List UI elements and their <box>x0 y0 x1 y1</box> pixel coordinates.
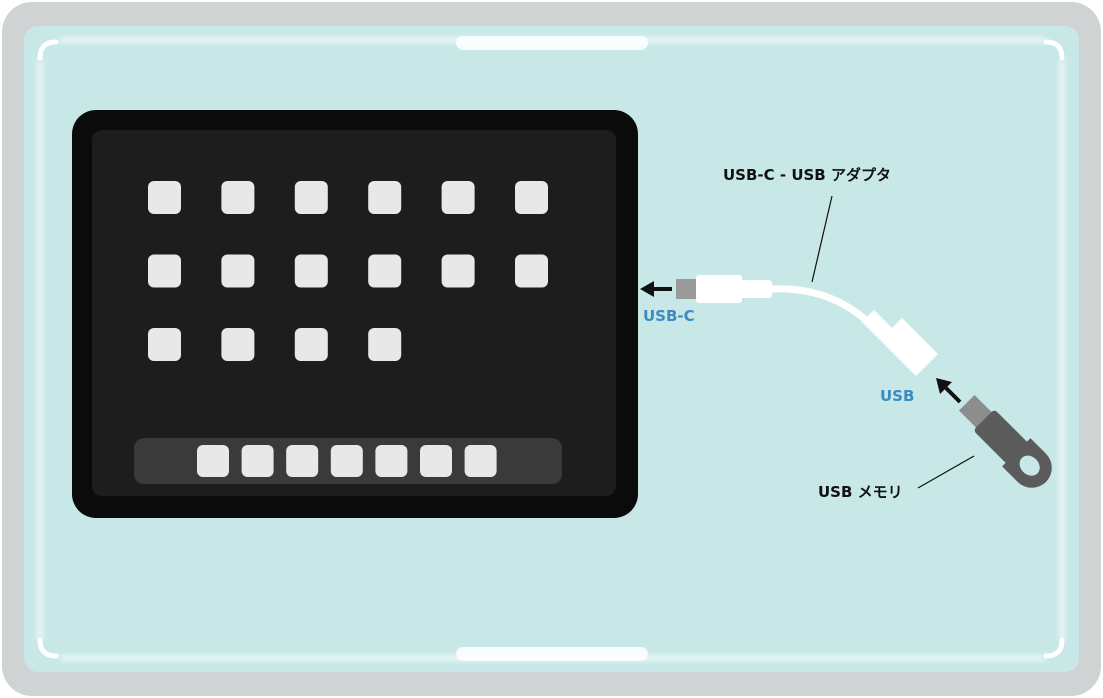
app-icon <box>515 181 548 214</box>
app-icon <box>515 254 548 288</box>
dock-app-icon <box>286 445 319 477</box>
memory-leader-line <box>917 455 975 489</box>
app-grid <box>148 181 548 361</box>
dock-app-icon <box>464 445 497 477</box>
usb-c-plug <box>676 275 772 303</box>
dock-app-icon <box>330 445 363 477</box>
app-icon <box>148 181 181 214</box>
app-icon <box>221 254 255 288</box>
usb-memory-stick <box>958 394 1052 488</box>
arrow-icon <box>640 281 672 297</box>
panel-highlights <box>456 36 648 661</box>
usb-memory-label: USB メモリ <box>818 483 903 501</box>
app-icon <box>368 254 402 288</box>
app-icon <box>368 328 402 361</box>
usb-c-port-label: USB-C <box>643 307 695 325</box>
dock-app-icon <box>420 445 452 477</box>
arrow-icon <box>936 378 962 404</box>
app-icon <box>441 254 475 288</box>
app-icon <box>294 181 328 214</box>
app-icon <box>294 328 328 361</box>
adapter-cable <box>766 285 876 330</box>
tablet-screen <box>92 130 616 496</box>
adapter-leader-line <box>811 195 833 283</box>
app-icon <box>441 181 475 214</box>
dock-app-icon <box>241 445 274 477</box>
app-icon <box>221 181 255 214</box>
tablet <box>72 110 638 518</box>
app-icon <box>368 181 402 214</box>
app-icon <box>148 254 181 288</box>
usb-a-receptacle <box>862 310 938 376</box>
panel-corner-marks <box>37 39 1065 659</box>
usb-port-label: USB <box>880 387 914 405</box>
dock-app-icon <box>197 445 229 477</box>
app-icon <box>294 254 328 288</box>
dock-app-icon <box>375 445 408 477</box>
dock-apps <box>197 445 497 477</box>
app-icon <box>148 328 181 361</box>
app-icon <box>221 328 255 361</box>
adapter-label: USB-C - USB アダプタ <box>723 166 891 184</box>
